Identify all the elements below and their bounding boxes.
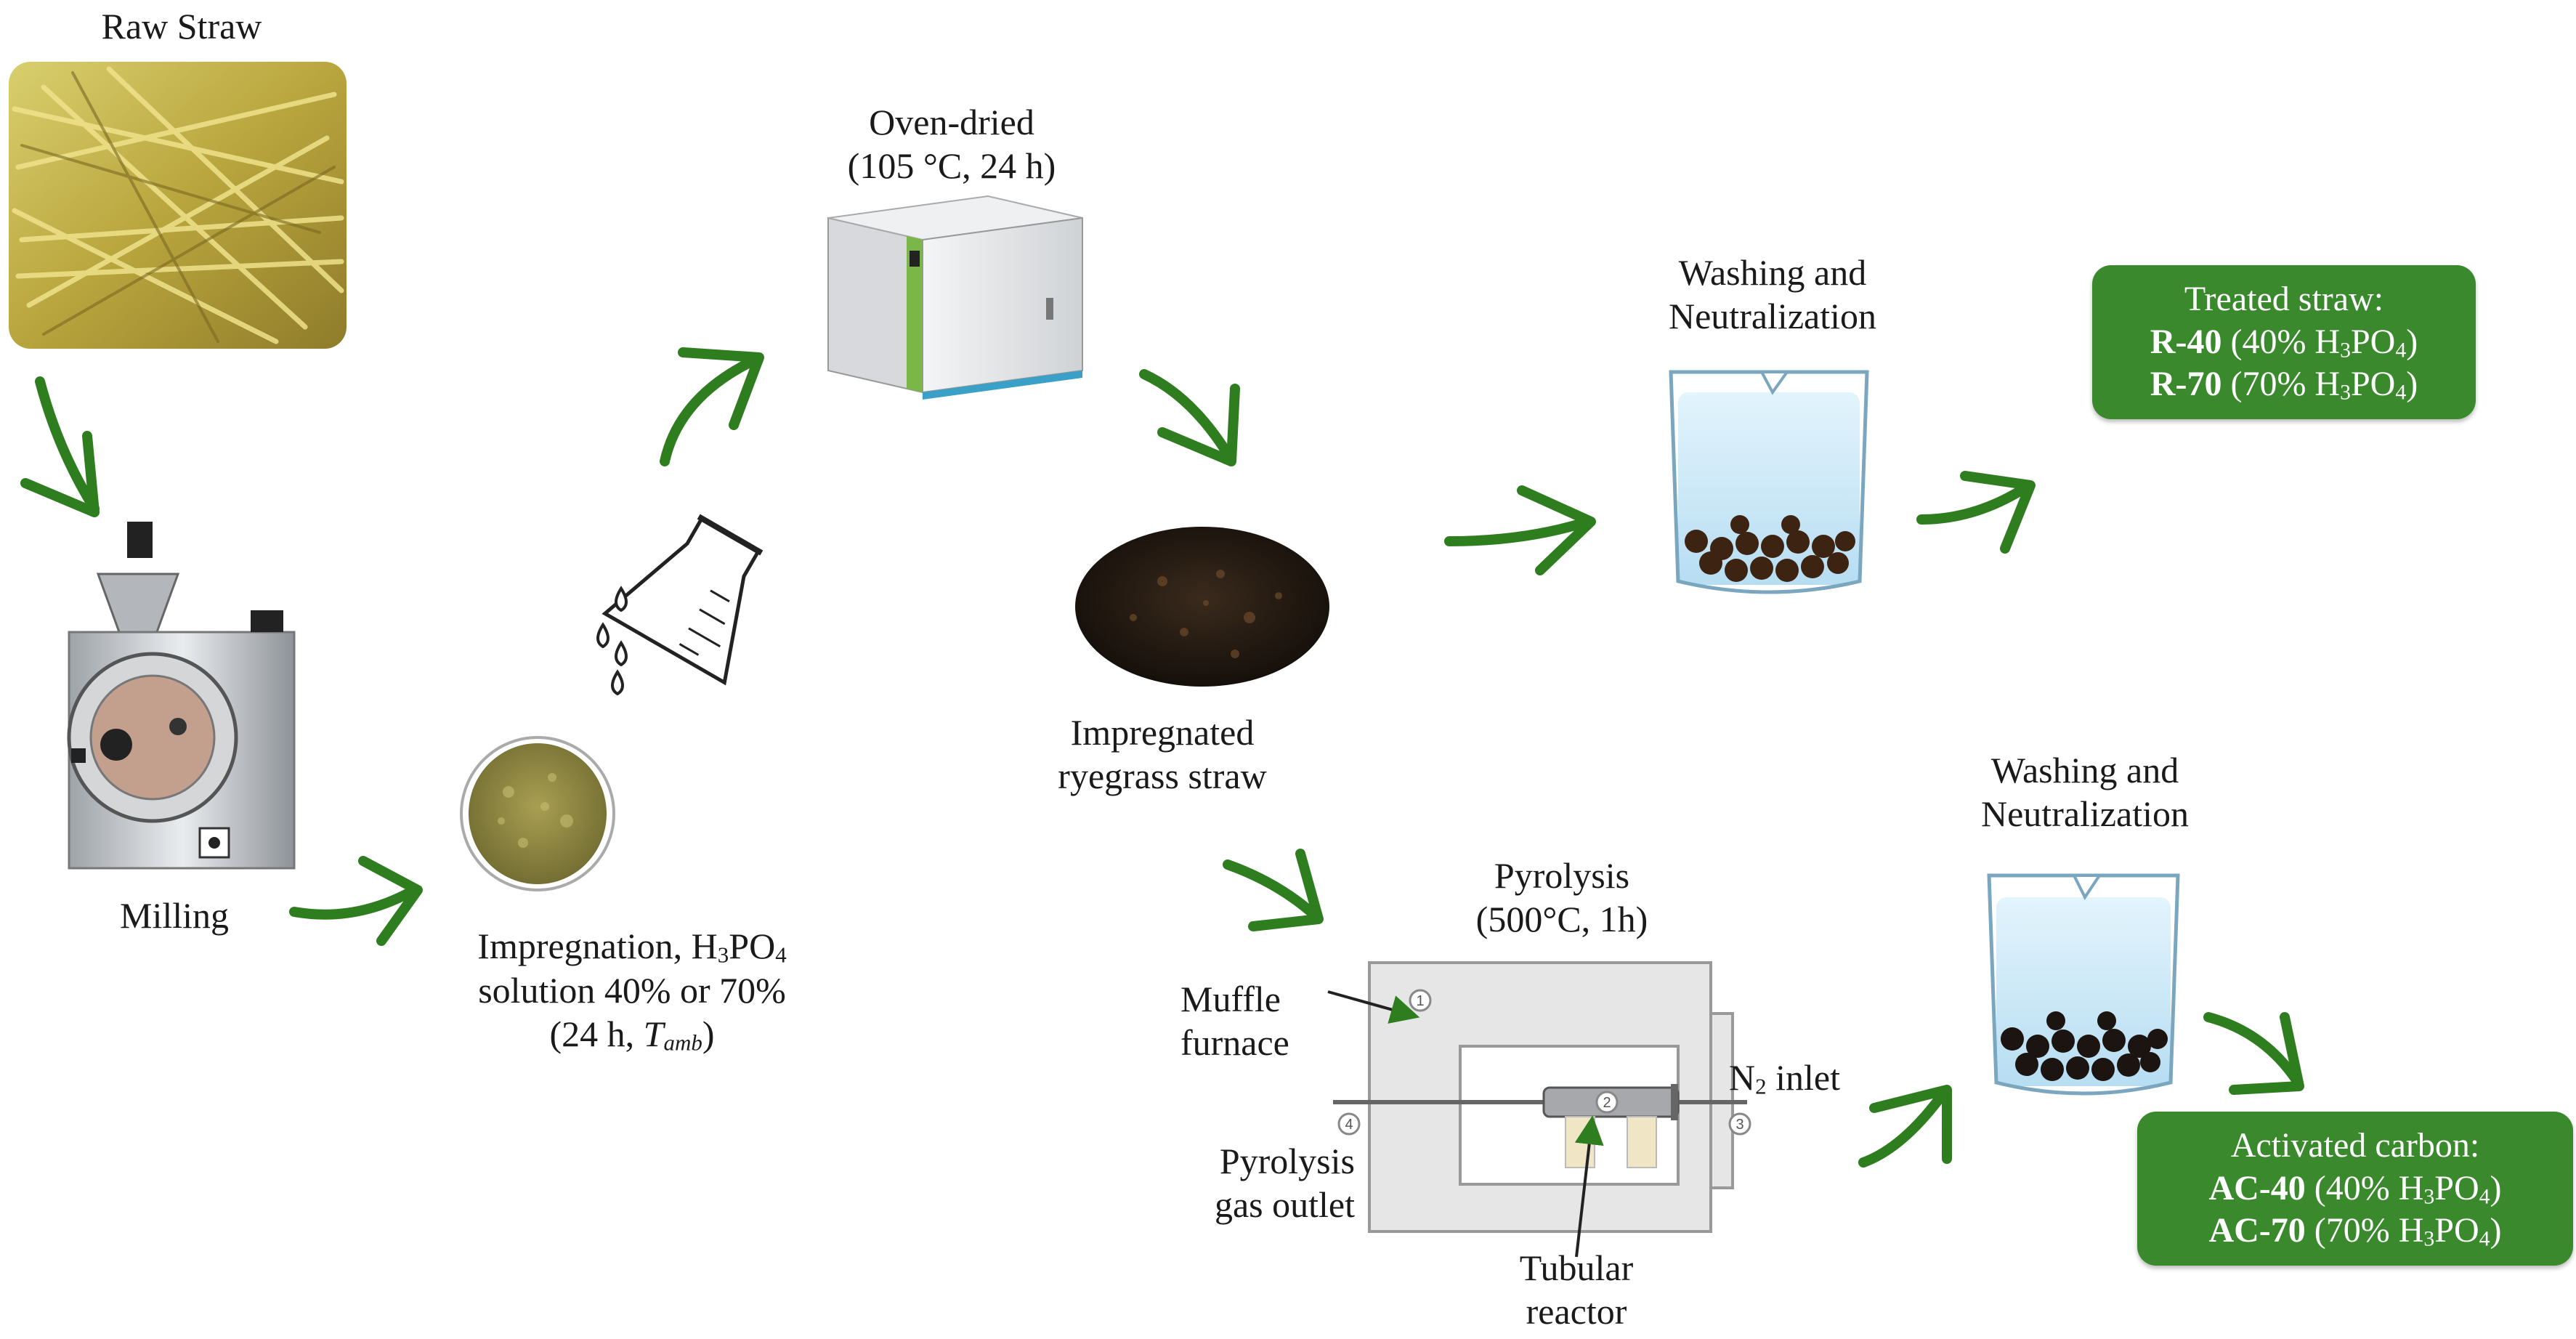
svg-text:3: 3 — [1735, 1117, 1743, 1133]
n2-inlet-label: N2 inlet — [1729, 1057, 1840, 1099]
milling-machine — [67, 522, 296, 870]
raw-straw-label: Raw Straw — [101, 6, 262, 46]
svg-text:2: 2 — [1603, 1095, 1611, 1111]
treated-straw-title: Treated straw: — [2184, 280, 2384, 318]
arrow-washing2-to-activated — [2203, 1012, 2304, 1095]
activated-ac40-line: AC-40 (40% H3PO4) — [2208, 1168, 2502, 1208]
arrow-washing1-to-treated — [1916, 471, 2036, 554]
arrow-rawstraw-to-milling — [20, 376, 100, 517]
schematic-number-1: 1 — [1409, 989, 1432, 1012]
schematic-number-2: 2 — [1595, 1091, 1619, 1114]
raw-straw-photo — [9, 62, 347, 349]
beaker-2 — [1987, 873, 2180, 1096]
arrow-milling-to-impregnation — [289, 856, 423, 946]
ryegrass-straw-pile — [1075, 527, 1329, 687]
arrow-pyrolysis-to-washing2 — [1858, 1085, 1952, 1168]
arrow-oven-to-pile — [1139, 369, 1240, 466]
oven-dried-label: Oven-dried (105 °C, 24 h) — [847, 102, 1056, 186]
drop-icons — [596, 586, 628, 696]
beaker-1 — [1669, 370, 1869, 594]
schematic-number-3: 3 — [1728, 1112, 1751, 1136]
activated-ac70-line: AC-70 (70% H3PO4) — [2208, 1211, 2502, 1251]
svg-text:4: 4 — [1345, 1117, 1353, 1133]
arrow-impregnation-to-oven — [660, 347, 764, 466]
pyrolysis-label: Pyrolysis (500°C, 1h) — [1475, 855, 1648, 939]
washing-neutralization-label-1: Washing and Neutralization — [1669, 252, 1876, 336]
svg-text:1: 1 — [1416, 993, 1424, 1009]
muffle-furnace-label: Muffle furnace — [1180, 979, 1289, 1063]
treated-straw-box: Treated straw: R-40 (40% H3PO4) R-70 (70… — [2092, 265, 2476, 419]
impregnated-dish — [460, 736, 615, 891]
oven-illustration — [827, 195, 1083, 400]
schematic-number-4: 4 — [1337, 1112, 1361, 1136]
activated-carbon-box: Activated carbon: AC-40 (40% H3PO4) AC-7… — [2137, 1112, 2573, 1266]
muffle-furnace-schematic — [1327, 961, 1747, 1258]
milling-label: Milling — [119, 895, 230, 936]
impregnated-ryegrass-label: Impregnated ryegrass straw — [1058, 712, 1267, 796]
arrow-pile-to-pyrolysis — [1223, 849, 1324, 931]
arrow-pile-to-washing1 — [1444, 485, 1596, 575]
flask-icon — [602, 514, 764, 686]
activated-carbon-title: Activated carbon: — [2230, 1126, 2480, 1165]
treated-r40-line: R-40 (40% H3PO4) — [2150, 322, 2418, 362]
impregnation-label: Impregnation, H3PO4 solution 40% or 70% … — [477, 926, 787, 1056]
treated-r70-line: R-70 (70% H3PO4) — [2150, 365, 2418, 405]
pyrolysis-gas-outlet-label: Pyrolysis gas outlet — [1214, 1141, 1355, 1225]
washing-neutralization-label-2: Washing and Neutralization — [1981, 750, 2189, 834]
tubular-reactor-label: Tubular reactor — [1519, 1247, 1634, 1332]
